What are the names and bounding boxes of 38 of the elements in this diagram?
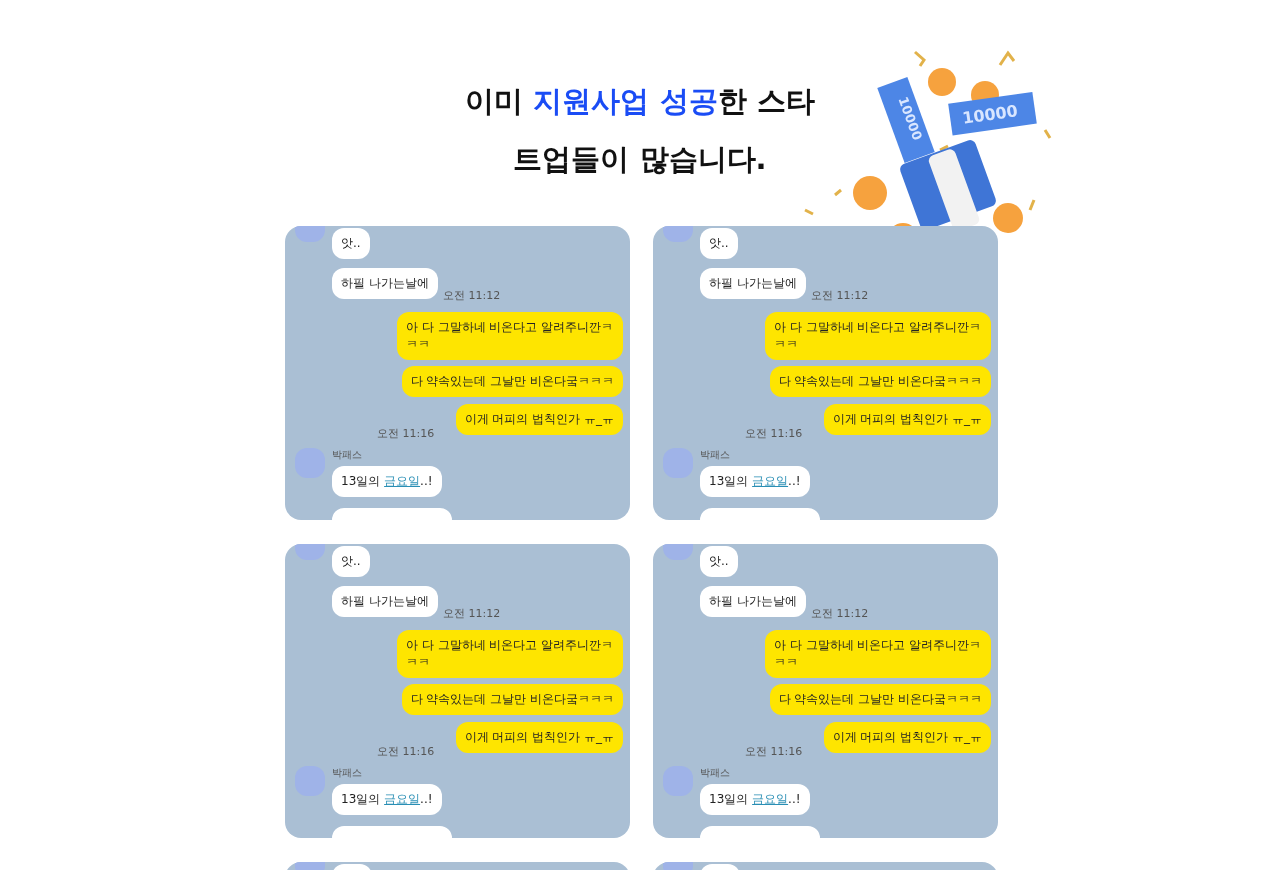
chat-bubble: 앗.. — [332, 228, 370, 259]
timestamp: 오전 11:16 — [377, 744, 435, 759]
chat-bubble: 다 약속있는데 그날만 비온다궄ㅋㅋㅋ — [769, 366, 991, 397]
timestamp: 오전 11:12 — [811, 606, 869, 621]
chat-bubble: 13일의 금요일..! — [332, 784, 442, 815]
sender-name: 박패스 — [332, 766, 362, 780]
sender-name: 박패스 — [700, 448, 730, 462]
chat-bubble: 앗.. — [700, 228, 738, 259]
chat-bubble: 이게 머피의 법칙인가 ㅠ_ㅠ — [823, 404, 991, 435]
chat-bubble: 13일의 금요일..! — [700, 466, 810, 497]
chat-bubble: 다 약속있는데 그날만 비온다궄ㅋㅋㅋ — [401, 684, 623, 715]
chat-bubble: 13일의 금요일..! — [332, 466, 442, 497]
chat-bubble: 13일의 금요일..! — [700, 784, 810, 815]
timestamp: 오전 11:12 — [443, 606, 501, 621]
timestamp: 오전 11:12 — [443, 288, 501, 303]
chat-bubble: 다 약속있는데 그날만 비온다궄ㅋㅋㅋ — [401, 366, 623, 397]
chat-bubble: 아 다 그말하네 비온다고 알려주니깐ㅋㅋㅋ — [397, 630, 623, 678]
chat-bubble: 이게 머피의 법칙인가 ㅠ_ㅠ — [823, 722, 991, 753]
chat-bubble: 아 다 그말하네 비온다고 알려주니깐ㅋㅋㅋ — [765, 312, 991, 360]
sender-name: 박패스 — [332, 448, 362, 462]
chat-bubble: 앗.. — [332, 546, 370, 577]
chat-bubble: 이게 머피의 법칙인가 ㅠ_ㅠ — [455, 722, 623, 753]
sender-name: 박패스 — [700, 766, 730, 780]
timestamp: 오전 11:12 — [811, 288, 869, 303]
chat-bubble: 이게 머피의 법칙인가 ㅠ_ㅠ — [455, 404, 623, 435]
timestamp: 오전 11:16 — [745, 744, 803, 759]
timestamp: 오전 11:16 — [745, 426, 803, 441]
chat-bubble: 하필 나가는날에 — [332, 586, 438, 617]
chat-bubble: 다 약속있는데 그날만 비온다궄ㅋㅋㅋ — [769, 684, 991, 715]
chat-bubble: 앗.. — [700, 546, 738, 577]
bill-value: 10000 — [961, 101, 1019, 128]
chat-bubble: 하필 나가는날에 — [332, 268, 438, 299]
heading: 이미 지원사업 성공한 스타트업들이 많습니다. — [464, 83, 816, 178]
chat-bubble: 하필 나가는날에 — [700, 268, 806, 299]
chat-bubble: 하필 나가는날에 — [700, 586, 806, 617]
chat-bubble: 아 다 그말하네 비온다고 알려주니깐ㅋㅋㅋ — [765, 630, 991, 678]
chat-bubble: 아 다 그말하네 비온다고 알려주니깐ㅋㅋㅋ — [397, 312, 623, 360]
timestamp: 오전 11:16 — [377, 426, 435, 441]
